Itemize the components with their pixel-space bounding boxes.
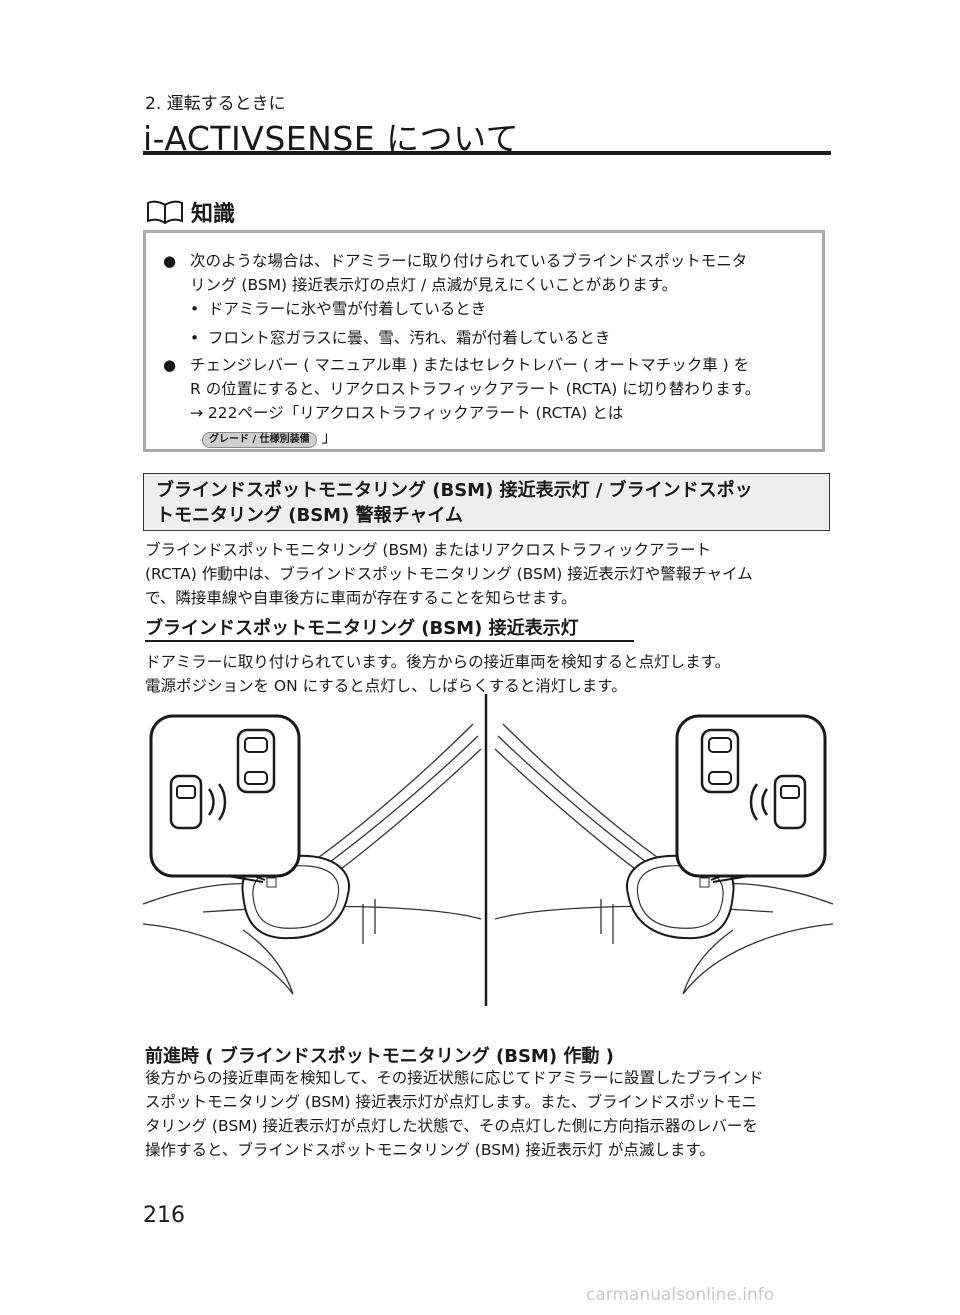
chapter-label: 2. 運転するときに <box>145 94 286 114</box>
car-icon <box>169 774 203 830</box>
page-reference-link[interactable]: → 222ページ「リアクロストラフィックアラート (RCTA) とは <box>190 404 624 422</box>
watermark: carmanualsonline.info <box>586 1285 775 1305</box>
text-line: 次のような場合は、ドアミラーに取り付けられているブラインドスポットモニタ <box>190 252 748 270</box>
left-callout <box>149 714 301 883</box>
text-line: 電源ポジションを ON にすると点灯し、しばらくすると消灯します。 <box>145 677 627 695</box>
text-line: チェンジレバー ( マニュアル車 ) またはセレクトレバー ( オートマチック車… <box>190 356 750 374</box>
wave-icon <box>217 783 227 821</box>
sub-bullet-dot: • <box>190 300 200 318</box>
car-icon <box>700 728 740 794</box>
text-line: 後方からの接近車両を検知して、その接近状態に応じてドアミラーに設置したブラインド <box>145 1069 764 1087</box>
reference-end: 」 <box>321 428 338 446</box>
wave-icon <box>749 783 759 821</box>
grade-badge: グレード / 仕様別装備 <box>202 432 317 448</box>
car-icon <box>773 774 807 830</box>
wave-icon <box>207 788 215 816</box>
right-callout <box>675 714 827 883</box>
knowledge-heading: 知識 <box>145 196 235 228</box>
text-line: ドアミラーに取り付けられています。後方からの接近車両を検知すると点灯します。 <box>145 653 731 671</box>
car-icon <box>236 728 276 794</box>
open-book-icon <box>147 200 183 225</box>
section-heading-box: ブラインドスポットモニタリング (BSM) 接近表示灯 / ブラインドスポッ ト… <box>143 473 830 531</box>
heading-underline <box>145 640 634 642</box>
page-number: 216 <box>143 1203 185 1228</box>
knowledge-bullet-1: ● 次のような場合は、ドアミラーに取り付けられているブラインドスポットモニタ リ… <box>163 249 748 297</box>
text-line: R の位置にすると、リアクロストラフィックアラート (RCTA) に切り替わりま… <box>190 380 761 398</box>
right-bsm-indicator <box>699 877 710 888</box>
forward-description: 後方からの接近車両を検知して、その接近状態に応じてドアミラーに設置したブラインド… <box>145 1066 830 1162</box>
indicator-heading: ブラインドスポットモニタリング (BSM) 接近表示灯 <box>145 618 579 639</box>
sub-bullet-dot: • <box>190 329 200 347</box>
text-line: スポットモニタリング (BSM) 接近表示灯が点灯します。また、ブラインドスポッ… <box>145 1093 757 1111</box>
text-line: ブラインドスポットモニタリング (BSM) またはリアクロストラフィックアラート <box>145 541 711 559</box>
knowledge-bullet-2: ● チェンジレバー ( マニュアル車 ) またはセレクトレバー ( オートマチッ… <box>163 353 761 449</box>
text-line: 操作すると、ブラインドスポットモニタリング (BSM) 接近表示灯 が点滅します… <box>145 1141 715 1159</box>
indicator-description: ドアミラーに取り付けられています。後方からの接近車両を検知すると点灯します。 電… <box>145 650 830 698</box>
knowledge-sub-item-2: • フロント窓ガラスに曇、雪、汚れ、霜が付着しているとき <box>190 326 611 350</box>
door-mirror-illustration <box>143 694 833 1006</box>
text-line: (RCTA) 作動中は、ブラインドスポットモニタリング (BSM) 接近表示灯や… <box>145 565 753 583</box>
section-intro: ブラインドスポットモニタリング (BSM) またはリアクロストラフィックアラート… <box>145 538 830 610</box>
left-bsm-indicator <box>266 877 277 888</box>
reference-continuation: グレード / 仕様別装備 」 <box>190 425 760 449</box>
bullet-dot: ● <box>163 356 177 374</box>
text-line: リング (BSM) 接近表示灯の点灯 / 点滅が見えにくいことがあります。 <box>190 276 678 294</box>
wave-icon <box>761 788 769 816</box>
text-line: タリング (BSM) 接近表示灯が点灯した状態で、その点灯した側に方向指示器のレ… <box>145 1117 758 1135</box>
text-line: フロント窓ガラスに曇、雪、汚れ、霜が付着しているとき <box>208 329 611 347</box>
knowledge-title: 知識 <box>191 202 236 227</box>
bullet-dot: ● <box>163 252 177 270</box>
section-heading-line: ブラインドスポットモニタリング (BSM) 接近表示灯 / ブラインドスポッ <box>156 480 753 501</box>
section-heading-line: トモニタリング (BSM) 警報チャイム <box>156 505 464 526</box>
text-line: で、隣接車線や自車後方に車両が存在することを知らせます。 <box>145 589 577 607</box>
knowledge-box: ● 次のような場合は、ドアミラーに取り付けられているブラインドスポットモニタ リ… <box>143 230 825 452</box>
text-line: ドアミラーに氷や雪が付着しているとき <box>208 300 487 318</box>
forward-heading: 前進時 ( ブラインドスポットモニタリング (BSM) 作動 ) <box>145 1046 614 1067</box>
knowledge-sub-item-1: • ドアミラーに氷や雪が付着しているとき <box>190 297 487 321</box>
title-divider <box>143 151 831 155</box>
